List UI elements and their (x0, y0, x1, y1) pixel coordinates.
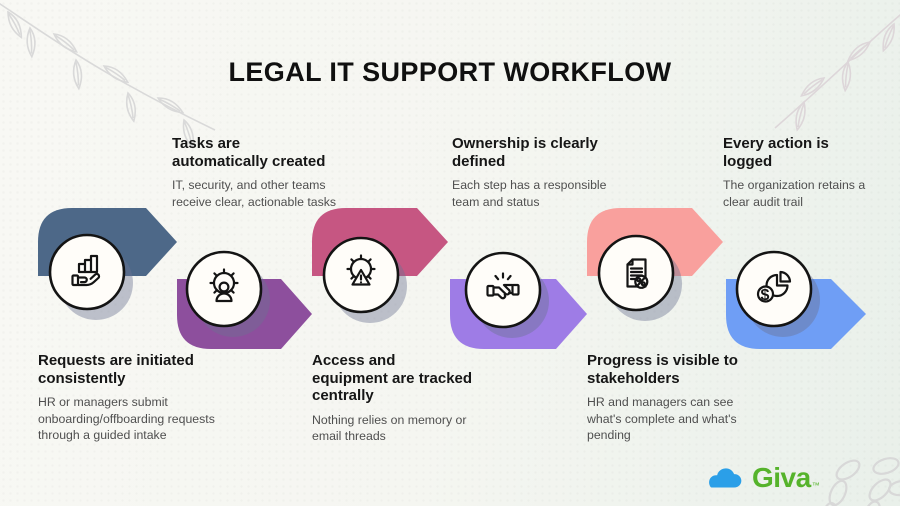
giva-logo: Giva ™ (701, 464, 820, 492)
step-6-circle (735, 250, 813, 328)
user-gear-icon (209, 268, 239, 303)
cloud-icon (709, 468, 742, 488)
step-5-body: HR and managers can see what's complete … (587, 395, 737, 442)
step-4-body: Each step has a responsible team and sta… (452, 178, 607, 209)
step-6-body: The organization retains a clear audit t… (723, 178, 866, 209)
step-6-text: Every action is logged The organization … (723, 135, 888, 210)
leaf-fan-bottom-right-icon (821, 457, 900, 506)
step-3-body: Nothing relies on memory or email thread… (312, 413, 467, 444)
step-2-text: Tasks are automatically created IT, secu… (172, 135, 337, 210)
leaf-branch-top-right-icon (774, 14, 900, 131)
handshake-icon (486, 272, 520, 300)
dollar-glyph: $ (761, 287, 770, 304)
step-2-body: IT, security, and other teams receive cl… (172, 178, 337, 209)
step-6-heading: Every action is logged (723, 135, 829, 170)
step-4-heading: Ownership is clearly defined (452, 135, 598, 170)
step-4-text: Ownership is clearly defined Each step h… (452, 135, 612, 210)
hand-holding-bar-chart-icon (71, 254, 101, 287)
step-3-heading: Access and equipment are tracked central… (312, 352, 473, 405)
pie-chart-dollar-icon: $ (756, 270, 792, 304)
step-3-text: Access and equipment are tracked central… (312, 352, 474, 445)
step-5-heading: Progress is visible to stakeholders (587, 352, 738, 387)
trademark-symbol: ™ (811, 481, 820, 490)
step-1-text: Requests are initiated consistently HR o… (38, 352, 243, 443)
step-5-text: Progress is visible to stakeholders HR a… (587, 352, 747, 443)
step-1-heading: Requests are initiated consistently (38, 352, 194, 387)
step-1-body: HR or managers submit onboarding/offboar… (38, 395, 215, 442)
leaf-branch-top-left-icon (0, 2, 216, 149)
brand-name: Giva (752, 462, 811, 494)
step-2-heading: Tasks are automatically created (172, 135, 326, 170)
document-percent-icon (626, 258, 649, 289)
page-title: LEGAL IT SUPPORT WORKFLOW (228, 57, 672, 87)
gear-warning-icon (346, 254, 376, 286)
